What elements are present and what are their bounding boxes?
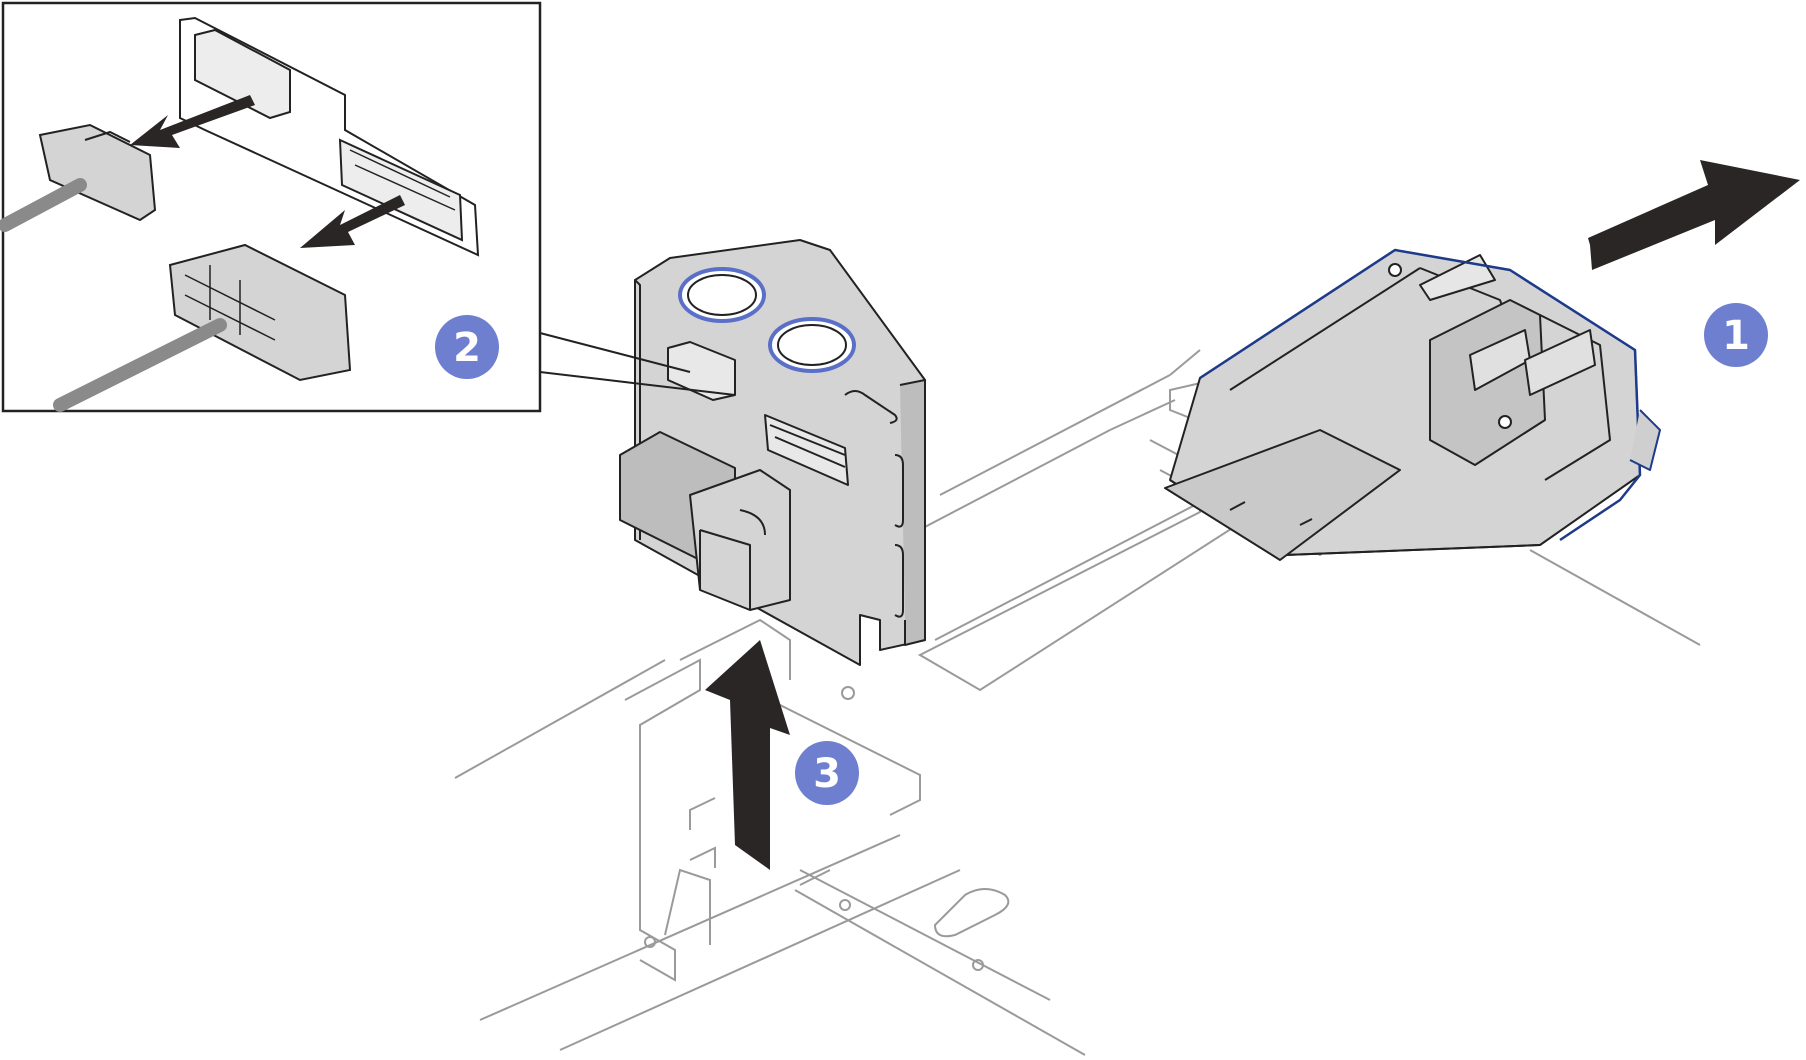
arrow-left-icon [300, 195, 405, 248]
step-badge-3: 3 [795, 741, 859, 805]
step-number: 3 [813, 751, 841, 797]
power-supply-unit [1164, 248, 1661, 561]
arrow-left-icon [130, 95, 255, 148]
step-badge-circle [795, 741, 859, 805]
step-number: 2 [453, 325, 481, 371]
step-badge-circle [435, 315, 499, 379]
step-badge-1: 1 [1704, 303, 1768, 367]
callout-leader [539, 332, 736, 396]
arrow-up-right-icon [1588, 160, 1800, 270]
arrow-up-icon [705, 640, 790, 870]
step-number: 1 [1722, 313, 1750, 359]
step-badges: 1 2 3 [435, 303, 1768, 805]
step-badge-2: 2 [435, 315, 499, 379]
riser-bracket [619, 239, 926, 666]
step-badge-circle [1704, 303, 1768, 367]
